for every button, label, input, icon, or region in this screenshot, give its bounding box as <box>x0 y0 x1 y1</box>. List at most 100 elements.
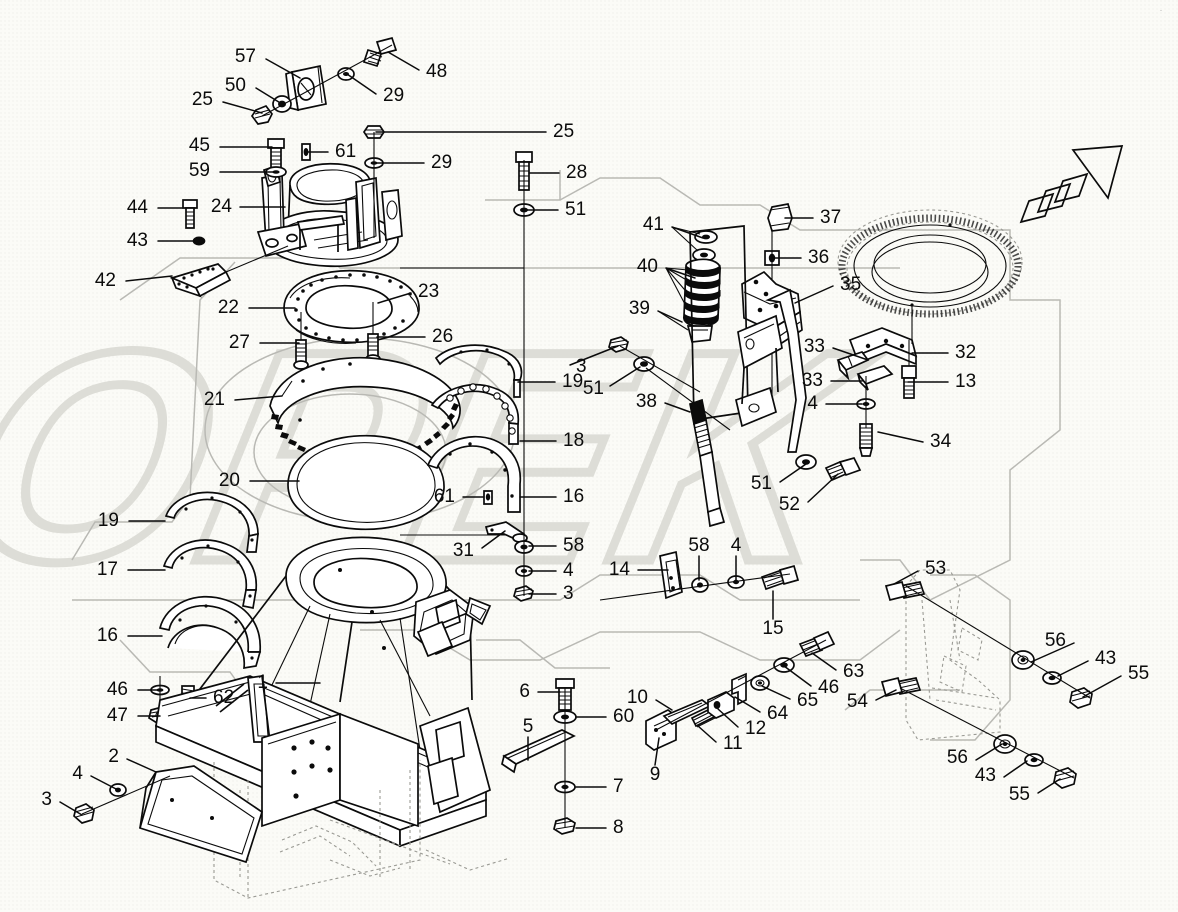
part-22-23-bearing-ring <box>283 269 420 344</box>
callout-leader-51 <box>779 463 807 483</box>
callout-leader-39 <box>657 310 683 323</box>
part-43-washer-b <box>1042 671 1062 685</box>
callout-label-54: 54 <box>847 691 869 712</box>
callout-label-20: 20 <box>219 470 240 491</box>
callout-label-3: 3 <box>576 356 587 377</box>
callout-label-56: 56 <box>947 747 968 768</box>
callout-label-25: 25 <box>192 89 213 110</box>
axis-53-55 <box>905 585 1091 699</box>
callout-leader-23 <box>377 292 412 304</box>
callout-label-58: 58 <box>688 535 709 556</box>
callout-leader-56 <box>975 743 1003 761</box>
callout-label-55: 55 <box>1009 784 1030 805</box>
callout-leader-54 <box>875 689 897 701</box>
leader-39 <box>657 310 689 331</box>
leader-40-fan <box>665 267 691 311</box>
callout-leader-29 <box>346 73 377 95</box>
callout-leader-11 <box>697 725 717 743</box>
callout-label-4: 4 <box>807 393 818 414</box>
part-54-bolt <box>880 676 922 698</box>
callout-label-39: 39 <box>629 298 650 319</box>
part-55-nut-a <box>1069 687 1093 709</box>
callout-leader-2 <box>126 758 157 773</box>
callout-leader-33 <box>832 347 869 361</box>
part-17-arc-left <box>162 539 258 610</box>
part-25-nut-a <box>250 104 273 125</box>
part-38-bolt-long <box>689 398 726 528</box>
part-42-wedge-plate <box>169 263 232 298</box>
callout-label-43: 43 <box>975 765 996 786</box>
part-45-bolt <box>267 138 285 171</box>
callout-label-11: 11 <box>723 733 743 754</box>
part-61-bushing-b <box>483 490 493 505</box>
direction-arrow-icon <box>1019 145 1124 224</box>
callout-label-45: 45 <box>189 135 210 156</box>
part-46-washer-b <box>773 657 795 673</box>
part-57-flange-plate <box>285 64 327 112</box>
callout-label-35: 35 <box>840 274 861 295</box>
callout-label-60: 60 <box>613 706 634 727</box>
gusset-holes <box>291 739 333 799</box>
callout-label-51: 51 <box>751 473 772 494</box>
part-16-arc-left <box>158 595 262 670</box>
callout-leader-21 <box>234 395 283 401</box>
callout-label-31: 31 <box>453 540 474 561</box>
callout-label-36: 36 <box>808 247 829 268</box>
callout-leader-48 <box>387 51 420 71</box>
callout-leader-3 <box>569 345 619 366</box>
callout-label-56: 56 <box>1045 630 1066 651</box>
callout-label-51: 51 <box>583 378 604 399</box>
gear-ring-teeth <box>838 214 1022 318</box>
callout-label-43: 43 <box>1095 648 1116 669</box>
part-24-cylinder-housing <box>256 162 403 268</box>
callout-label-38: 38 <box>636 391 657 412</box>
callout-label-4: 4 <box>563 560 574 581</box>
callout-label-57: 57 <box>235 46 256 67</box>
callout-label-33: 33 <box>802 370 823 391</box>
callout-leader-55 <box>1082 675 1122 698</box>
part-2-side-plate <box>138 765 264 864</box>
part-44-bolt <box>182 199 198 229</box>
callout-label-33: 33 <box>804 336 825 357</box>
callout-label-64: 64 <box>767 703 789 724</box>
callout-label-59: 59 <box>189 160 210 181</box>
part-18-arc-perforated <box>430 383 520 445</box>
assembly-axis-top <box>261 44 393 117</box>
part-32-curved-bar <box>848 327 918 366</box>
callout-label-24: 24 <box>211 196 233 217</box>
callout-label-44: 44 <box>127 197 149 218</box>
part-51-washer-c <box>795 454 817 470</box>
part-37-hex-cap <box>767 203 793 232</box>
axis-14-15 <box>599 573 791 601</box>
part-40-coil-spring <box>682 258 722 328</box>
callout-label-26: 26 <box>432 326 453 347</box>
part-55-nut-b <box>1053 767 1077 789</box>
callout-label-43: 43 <box>127 230 148 251</box>
callout-label-14: 14 <box>609 559 631 580</box>
callout-leader-57 <box>265 58 301 79</box>
callout-leader-51 <box>609 366 641 387</box>
axis-54-55b <box>899 687 1075 779</box>
callout-label-50: 50 <box>225 75 246 96</box>
callout-label-52: 52 <box>779 494 800 515</box>
callout-leader-9 <box>654 737 660 766</box>
callout-label-8: 8 <box>613 817 624 838</box>
callout-label-15: 15 <box>762 618 783 639</box>
callout-leader-4 <box>90 775 119 791</box>
callout-leader-43 <box>1057 660 1089 677</box>
callout-label-46: 46 <box>107 679 128 700</box>
part-27-screw <box>293 339 309 370</box>
callout-label-29: 29 <box>383 85 404 106</box>
part-1-main-frame <box>155 536 492 848</box>
part-19-arc-left <box>164 491 259 553</box>
callout-label-4: 4 <box>731 535 742 556</box>
callout-label-63: 63 <box>843 661 864 682</box>
part-39-end-cap <box>686 325 713 343</box>
callout-label-4: 4 <box>72 763 83 784</box>
callout-label-46: 46 <box>818 677 839 698</box>
callout-leader-64 <box>734 696 761 713</box>
part-35-slewing-gear-ring <box>837 209 1023 318</box>
leader-42-to-housing <box>225 245 289 273</box>
